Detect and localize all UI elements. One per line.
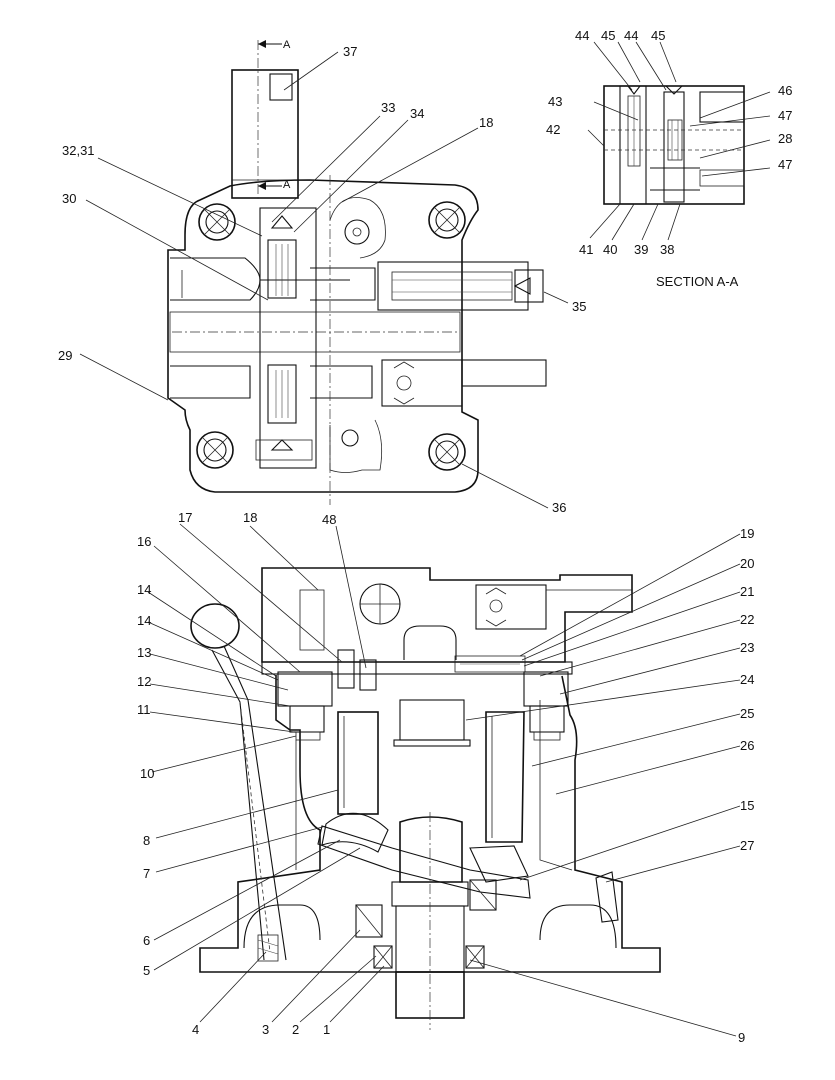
motor-section-view: [190, 567, 661, 1030]
label-36: 36: [552, 500, 566, 515]
label-3: 3: [262, 1022, 269, 1037]
label-14-upper: 14: [137, 582, 151, 597]
label-28: 28: [778, 131, 792, 146]
label-37: 37: [343, 44, 357, 59]
label-20: 20: [740, 556, 754, 571]
label-2: 2: [292, 1022, 299, 1037]
label-47-lower: 47: [778, 157, 792, 172]
label-11: 11: [137, 702, 151, 717]
section-a-a-view: SECTION A-A: [603, 85, 745, 289]
bolt-top-right: [428, 201, 466, 239]
label-30: 30: [62, 191, 76, 206]
label-41: 41: [579, 242, 593, 257]
label-46: 46: [778, 83, 792, 98]
label-27: 27: [740, 838, 754, 853]
label-43: 43: [548, 94, 562, 109]
label-21: 21: [740, 584, 754, 599]
label-23: 23: [740, 640, 754, 655]
label-9: 9: [738, 1030, 745, 1045]
section-arrow-upper: A: [258, 39, 291, 51]
label-45-left: 45: [601, 28, 615, 43]
label-8: 8: [143, 833, 150, 848]
relief-valve-35: [377, 261, 544, 311]
label-7: 7: [143, 866, 150, 881]
top-view: A A: [167, 39, 547, 505]
part-labels: 37 33 34 18 32,31 30 29 35 36 44 45 44 4…: [58, 28, 792, 1045]
label-25: 25: [740, 706, 754, 721]
label-26: 26: [740, 738, 754, 753]
label-32-31: 32,31: [62, 143, 95, 158]
label-39: 39: [634, 242, 648, 257]
label-12: 12: [137, 674, 151, 689]
bolt-bottom-left: [196, 431, 234, 469]
label-16: 16: [137, 534, 151, 549]
label-42: 42: [546, 122, 560, 137]
label-45-right: 45: [651, 28, 665, 43]
section-letter: A: [283, 39, 291, 51]
label-35: 35: [572, 299, 586, 314]
label-4: 4: [192, 1022, 199, 1037]
section-letter: A: [283, 179, 291, 191]
label-6: 6: [143, 933, 150, 948]
label-48: 48: [322, 512, 336, 527]
label-5: 5: [143, 963, 150, 978]
label-17: 17: [178, 510, 192, 525]
label-44-left: 44: [575, 28, 589, 43]
leader-lines: [79, 41, 771, 1037]
label-34: 34: [410, 106, 424, 121]
output-shaft: [391, 812, 469, 1030]
section-title: SECTION A-A: [656, 274, 739, 289]
label-19: 19: [740, 526, 754, 541]
bolt-bottom-right: [428, 433, 466, 471]
label-14-lower: 14: [137, 613, 151, 628]
label-33: 33: [381, 100, 395, 115]
label-24: 24: [740, 672, 754, 687]
label-40: 40: [603, 242, 617, 257]
label-15: 15: [740, 798, 754, 813]
label-18-bottom: 18: [243, 510, 257, 525]
piston-left: [321, 711, 389, 853]
label-10: 10: [140, 766, 154, 781]
label-22: 22: [740, 612, 754, 627]
bolt-top-left: [198, 203, 236, 241]
label-38: 38: [660, 242, 674, 257]
dipstick: [190, 603, 287, 962]
label-44-right: 44: [624, 28, 638, 43]
label-29: 29: [58, 348, 72, 363]
label-47-upper: 47: [778, 108, 792, 123]
section-arrow-lower: A: [258, 179, 291, 191]
label-1: 1: [323, 1022, 330, 1037]
piston-right: [469, 711, 529, 883]
label-18-top: 18: [479, 115, 493, 130]
label-13: 13: [137, 645, 151, 660]
check-valve-lower: [381, 359, 547, 407]
